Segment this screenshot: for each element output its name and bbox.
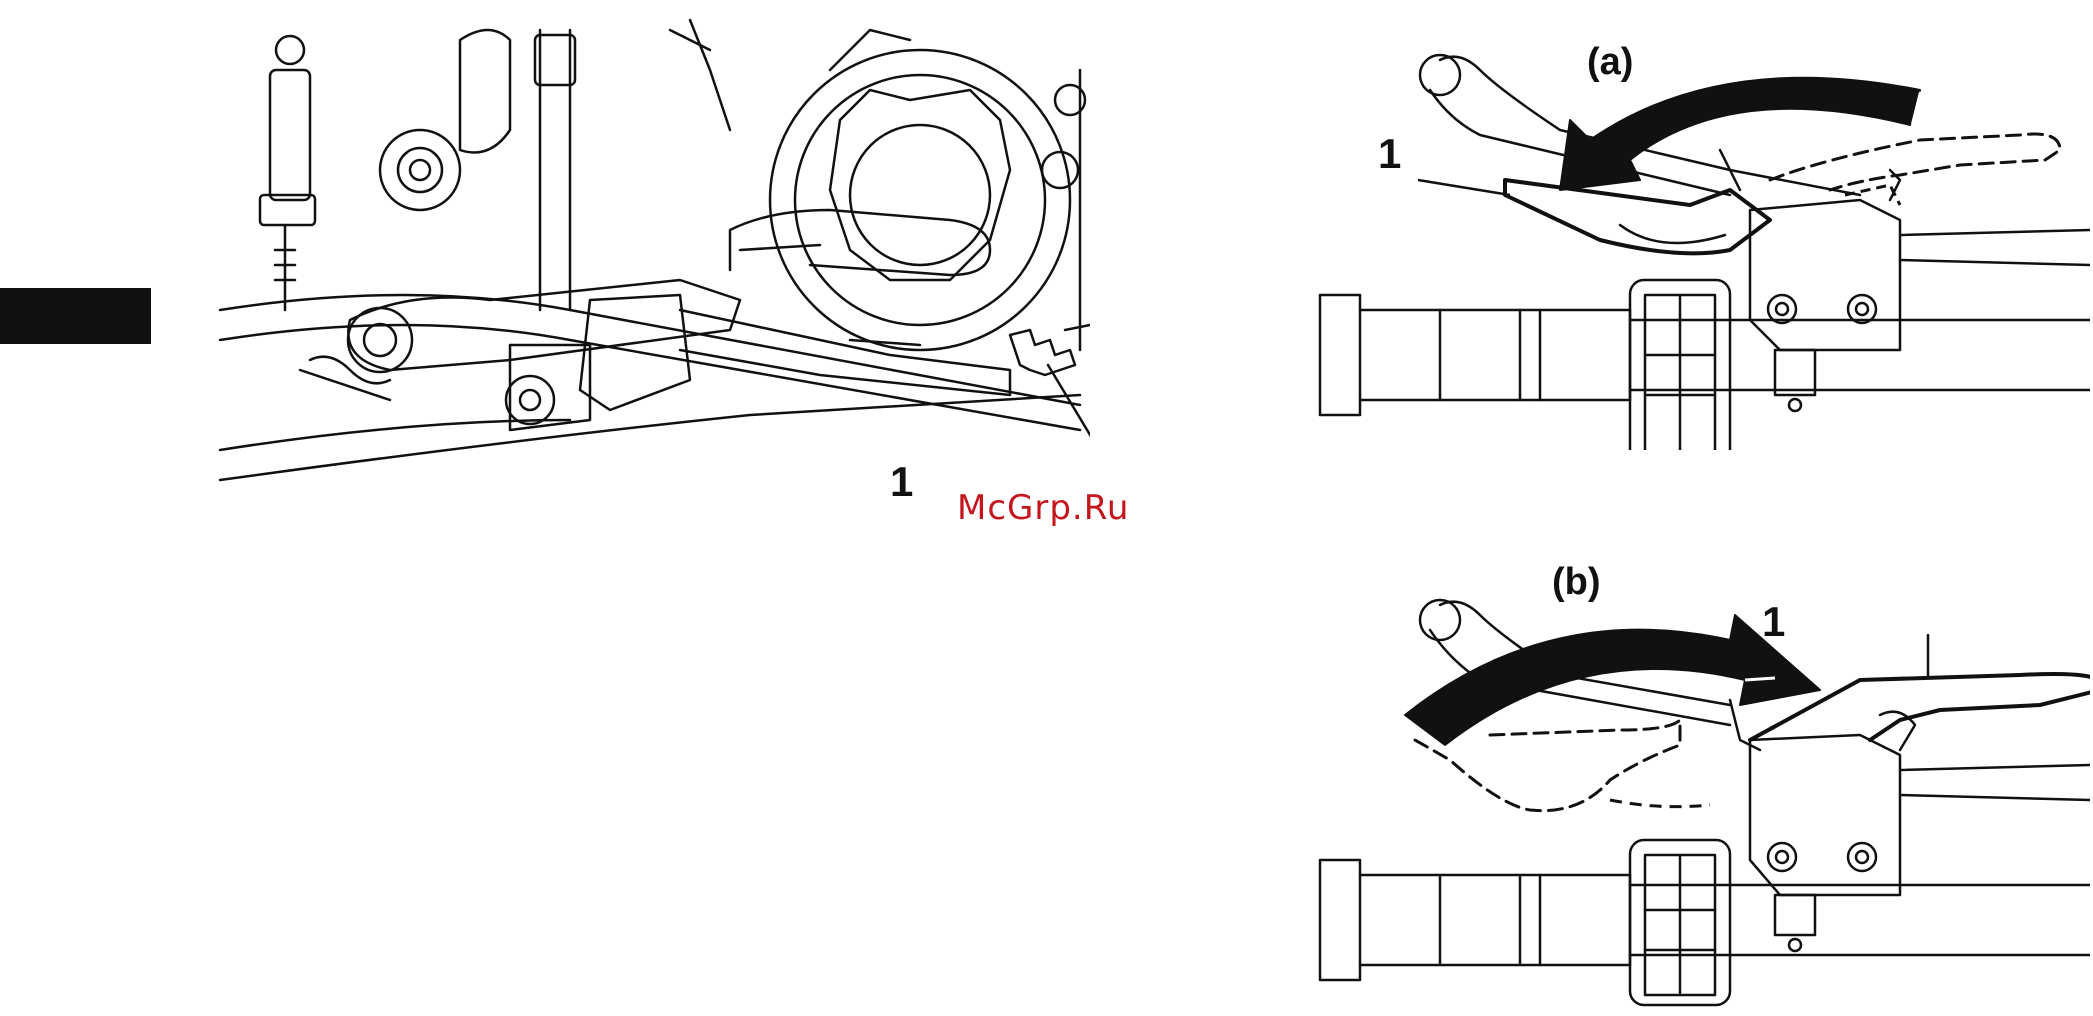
- bottom-variant-label: (b): [1552, 561, 1601, 603]
- watermark-text: McGrp.Ru: [957, 488, 1129, 528]
- top-variant-svg: (a): [1575, 28, 1675, 88]
- lever-variant-a: [1300, 20, 2090, 450]
- bottom-callout-label: 1: [1762, 598, 1785, 645]
- lever-variant-b: [1300, 540, 2090, 1010]
- bottom-variant-svg: (b): [1540, 548, 1640, 608]
- top-variant-label: (a): [1587, 41, 1633, 83]
- left-callout-svg: 1: [880, 450, 940, 510]
- section-tab: [0, 288, 151, 344]
- top-callout-label: 1: [1378, 130, 1401, 177]
- bottom-callout-svg: 1: [1750, 590, 1820, 650]
- left-callout-label: 1: [890, 458, 913, 505]
- top-callout-svg: 1: [1370, 120, 1440, 190]
- engine-pedal-illustration: [210, 10, 1090, 510]
